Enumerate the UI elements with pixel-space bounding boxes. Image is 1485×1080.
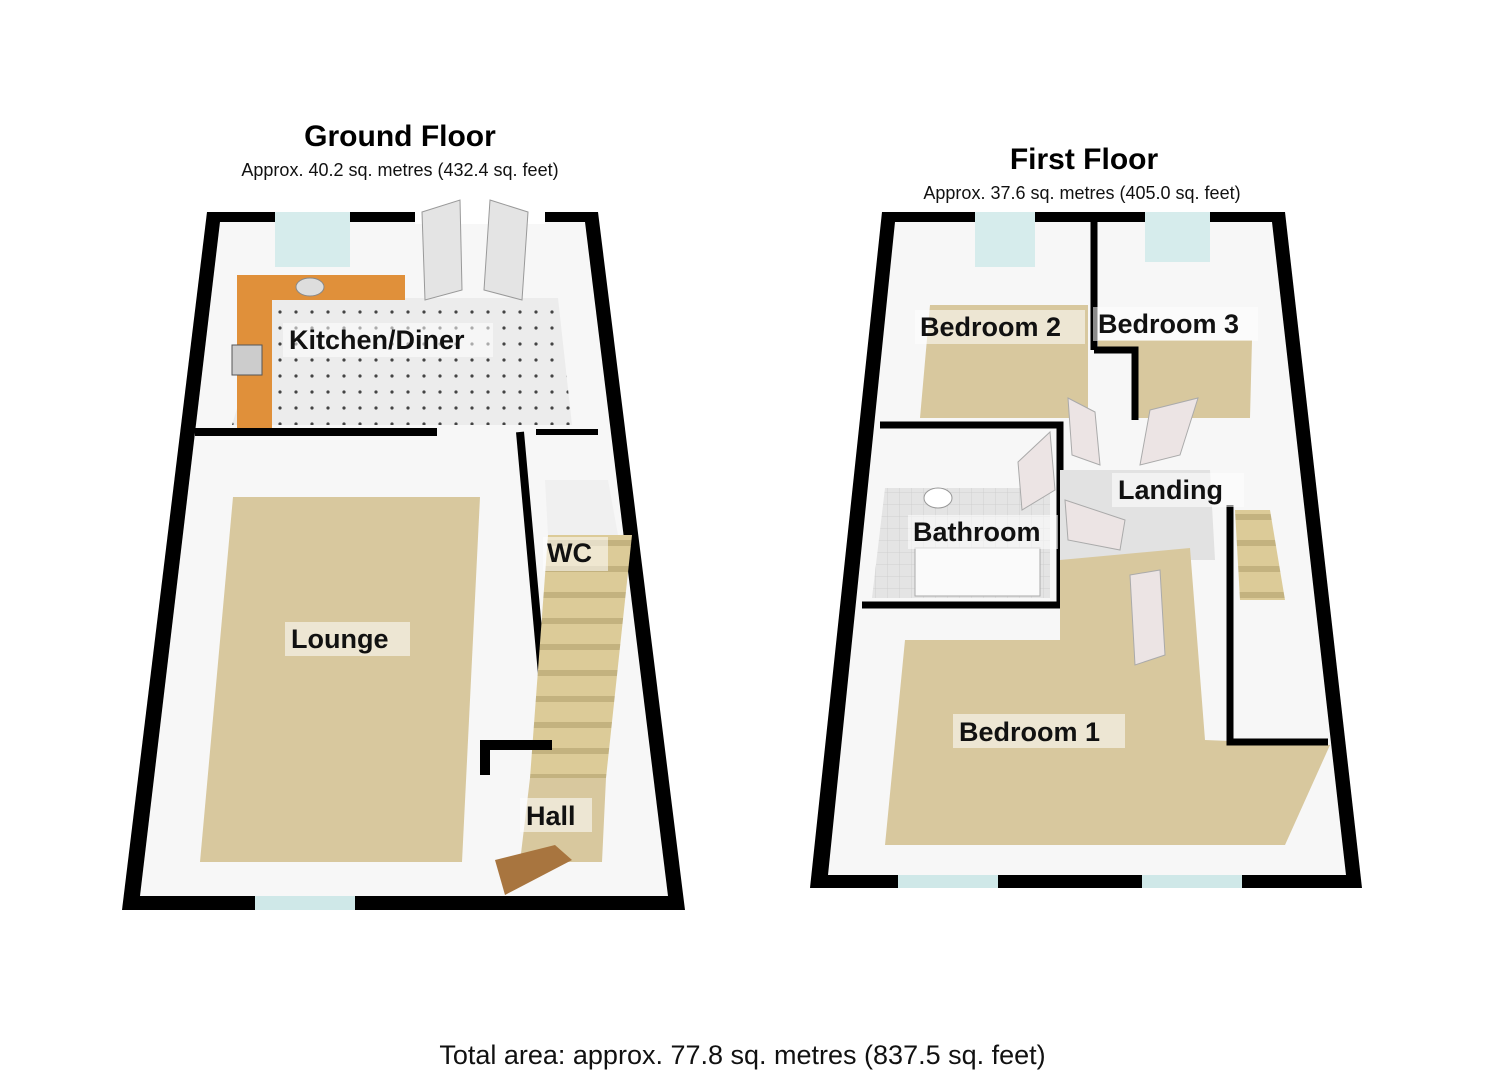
stairs: [530, 535, 632, 778]
lbl-bg: [283, 323, 493, 357]
wall: [1094, 346, 1139, 420]
door: [1067, 397, 1101, 466]
door: [1129, 569, 1166, 666]
wall: [480, 740, 552, 775]
patio-door: [421, 199, 463, 301]
window: [1142, 875, 1242, 888]
kitchen-counter: [237, 275, 405, 428]
room-label-bedroom1: Bedroom 1: [959, 717, 1100, 747]
room-label-wc: WC: [547, 538, 592, 568]
front-door: [495, 845, 572, 895]
window: [1145, 212, 1210, 262]
window: [255, 896, 355, 910]
hob-icon: [231, 344, 263, 376]
wc-floor: [545, 480, 618, 535]
first-floor-title: First Floor: [1009, 143, 1159, 176]
window: [975, 212, 1035, 267]
window: [275, 212, 350, 267]
door: [1139, 397, 1199, 466]
lounge-floor: [200, 497, 480, 862]
room-label-landing: Landing: [1118, 475, 1223, 505]
patio-door: [483, 199, 529, 301]
room-label-bedroom2: Bedroom 2: [920, 312, 1061, 342]
bedroom1-floor: [885, 548, 1330, 845]
total-area: Total area: approx. 77.8 sq. metres (837…: [439, 1040, 1046, 1070]
first-floor-area: Approx. 37.6 sq. metres (405.0 sq. feet): [923, 183, 1241, 203]
room-label-lounge: Lounge: [291, 624, 388, 654]
room-label-kitchen: Kitchen/Diner: [289, 325, 465, 355]
door: [1064, 499, 1126, 551]
wall: [1226, 505, 1328, 746]
kitchen-floor: [232, 298, 572, 425]
sink-icon: [295, 277, 325, 297]
toilet-icon: [923, 487, 953, 509]
first-floor-plan: Bedroom 2 Bedroom 3 Bathroom Landing Bed…: [810, 212, 1362, 888]
window: [898, 875, 998, 888]
ground-floor-title: Ground Floor: [304, 120, 496, 153]
ground-floor-area: Approx. 40.2 sq. metres (432.4 sq. feet): [241, 160, 559, 180]
door: [1017, 430, 1056, 511]
stairs: [1235, 510, 1285, 600]
bath-icon: [914, 547, 1041, 597]
ground-floor-plan: Kitchen/Diner Lounge WC Hall: [122, 199, 685, 910]
room-label-hall: Hall: [526, 801, 576, 831]
room-label-bathroom: Bathroom: [913, 517, 1041, 547]
room-label-bedroom3: Bedroom 3: [1098, 309, 1239, 339]
